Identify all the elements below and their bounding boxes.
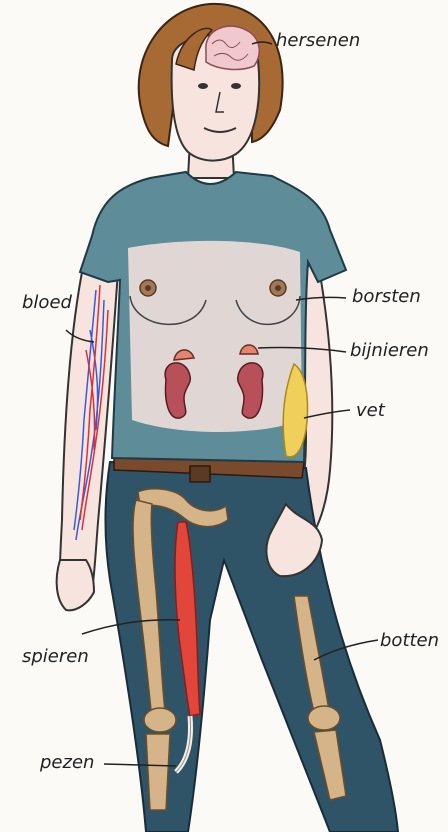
label-botten: botten — [380, 630, 439, 651]
label-hersenen: hersenen — [276, 30, 360, 51]
label-vet: vet — [356, 400, 385, 421]
label-pezen: pezen — [40, 752, 94, 773]
left-hand — [57, 560, 94, 610]
label-bloed: bloed — [22, 292, 72, 313]
label-borsten: borsten — [352, 286, 421, 307]
torso-window — [128, 241, 302, 432]
tibia-left — [146, 734, 170, 810]
label-bijnieren: bijnieren — [350, 340, 429, 361]
label-spieren: spieren — [22, 646, 89, 667]
